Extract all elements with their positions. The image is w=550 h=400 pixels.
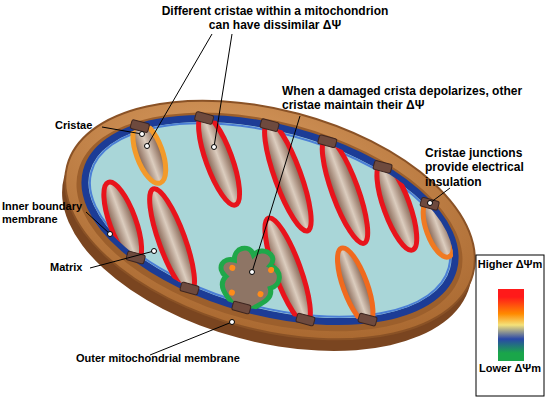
leader-end (152, 249, 157, 254)
damage-spot (267, 266, 274, 273)
leader-line (214, 34, 232, 147)
leader-end (250, 270, 255, 275)
leader-line (147, 34, 212, 146)
crista (190, 110, 247, 209)
crista (141, 184, 203, 296)
cristae-junctions (91, 86, 448, 354)
crista-junction (260, 118, 280, 131)
callout-note: Different cristae within a mitochondrion… (150, 4, 400, 33)
crista-junction (358, 313, 378, 326)
legend-label: Lower ΔΨm (476, 362, 544, 375)
callout-note: When a damaged crista depolarizes, other… (282, 84, 544, 113)
leader-end (230, 320, 235, 325)
cristae (74, 76, 482, 364)
part-label: Matrix (50, 261, 110, 274)
crista (314, 134, 377, 248)
damage-spot (228, 289, 235, 296)
mitochondrion (36, 59, 502, 392)
leader-line (150, 322, 232, 355)
leader-line (86, 212, 110, 234)
crista-junction (373, 160, 393, 173)
crista-junction (130, 119, 150, 132)
crista-junction (194, 111, 214, 124)
crista (417, 196, 460, 261)
legend-box (476, 255, 544, 396)
crista (126, 118, 172, 187)
crista (330, 244, 380, 327)
crista (96, 178, 149, 266)
leader-end (212, 145, 217, 150)
leader-line (102, 127, 142, 134)
part-label: Outer mitochondrial membrane (76, 352, 276, 365)
leader-end (145, 144, 150, 149)
legend-gradient-bar (498, 297, 524, 353)
leader-ends (108, 132, 433, 325)
leader-end (108, 232, 113, 237)
callout-note: Cristae junctions provide electrical ins… (425, 146, 550, 189)
leader-line (430, 188, 450, 203)
part-label: Inner boundary membrane (2, 200, 88, 226)
damage-spot (229, 264, 236, 271)
leader-line (252, 116, 300, 272)
crista-junction (180, 282, 200, 295)
part-label: Cristae (55, 119, 115, 132)
crista (369, 159, 425, 254)
legend-swatch (498, 353, 524, 361)
intermembrane-space (52, 74, 486, 370)
outer-membrane (39, 59, 502, 380)
inner-boundary-membrane (63, 82, 478, 358)
outer-membrane-edge (36, 71, 499, 392)
leader-lines (86, 34, 450, 355)
legend-label: Higher ΔΨm (476, 258, 544, 271)
legend-swatch (498, 289, 524, 297)
leader-end (428, 201, 433, 206)
leader-end (140, 132, 145, 137)
leader-line (90, 251, 154, 268)
membrane-highlight (69, 88, 471, 352)
crista-junction (317, 135, 337, 148)
damage-spot (257, 290, 264, 297)
damaged-crista (212, 241, 285, 315)
crista-junction (296, 313, 316, 326)
crista-junction (420, 197, 440, 210)
crista-junction (232, 301, 252, 314)
